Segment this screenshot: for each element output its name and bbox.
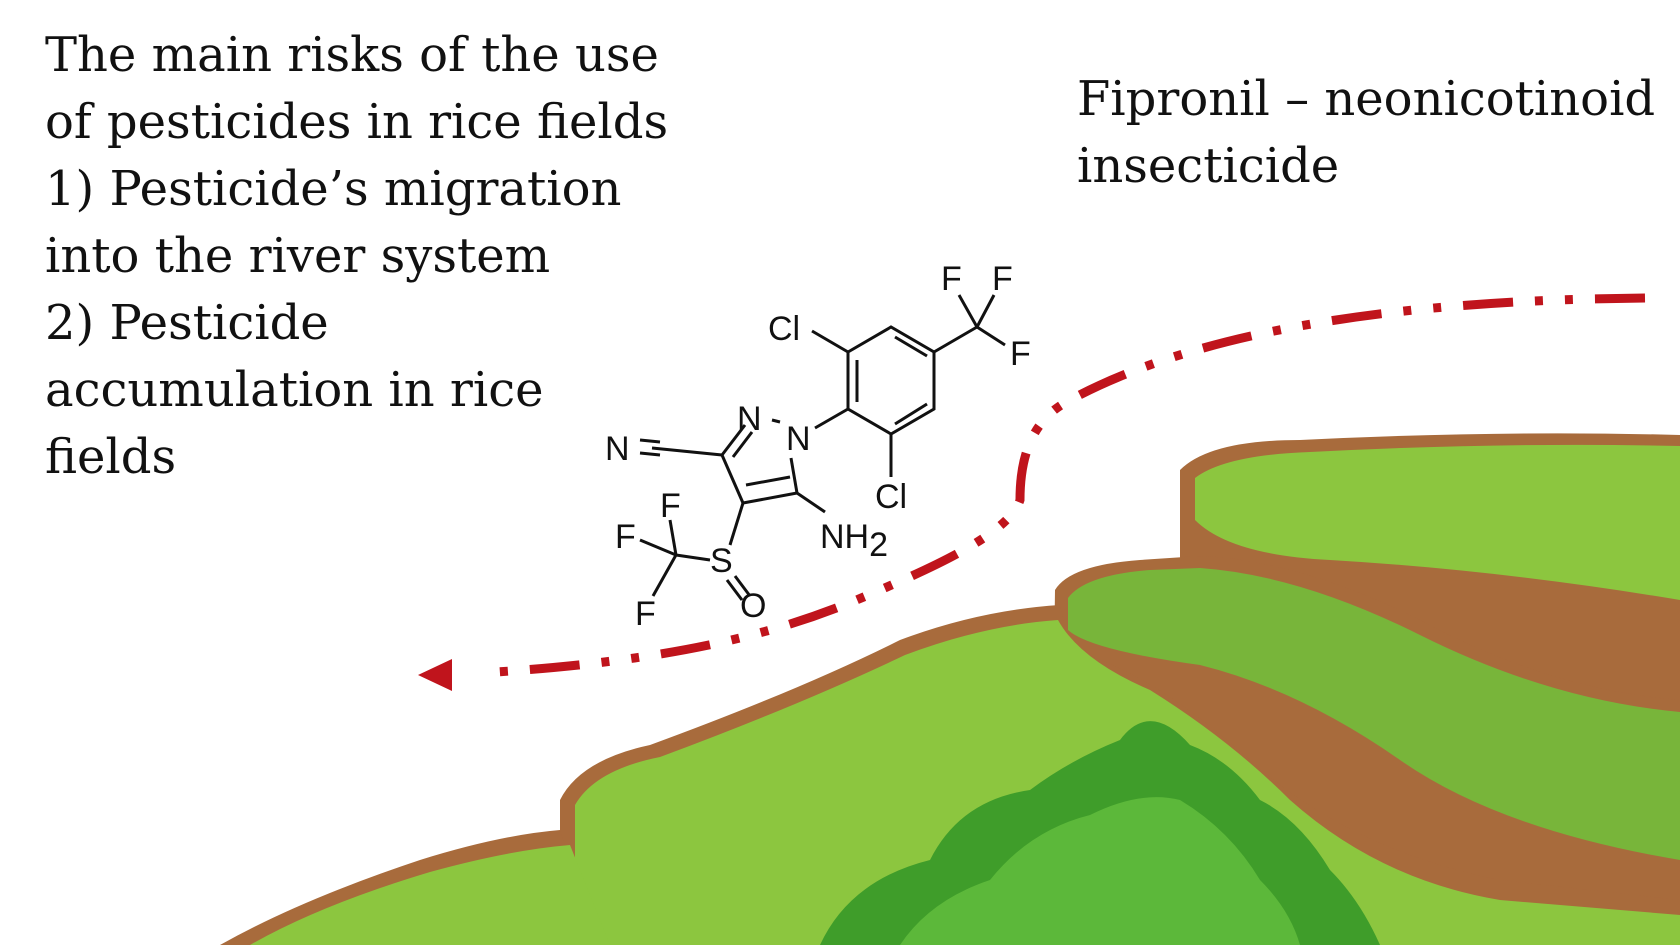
heading-line: accumulation in rice xyxy=(45,362,544,418)
atom-n-nitrile: N xyxy=(605,430,630,468)
migration-arrow-path xyxy=(479,293,1646,678)
heading-line: 1) Pesticide’s migration xyxy=(45,161,622,217)
heading-line: of pesticides in rice fields xyxy=(45,94,669,150)
terrace-top-grass xyxy=(1195,444,1680,600)
heading-line: 2) Pesticide xyxy=(45,295,329,351)
atom-n-pyrazole-1: N xyxy=(786,420,811,458)
atom-n-pyrazole-2: N xyxy=(737,400,762,438)
atom-s: S xyxy=(710,542,733,580)
atom-o: O xyxy=(740,587,766,625)
atom-f-1: F xyxy=(941,260,962,298)
caption-line: Fipronil – neonicotinoid xyxy=(1077,71,1656,127)
risks-heading: The main risks of the use of pesticides … xyxy=(45,22,685,491)
migration-arrowhead xyxy=(418,659,452,691)
atom-nh2: NH2 xyxy=(820,518,888,564)
atom-cl-top: Cl xyxy=(768,310,800,348)
atom-f-3: F xyxy=(1010,335,1031,373)
atom-f-2: F xyxy=(992,260,1013,298)
bonds xyxy=(639,294,1006,601)
atom-f-6: F xyxy=(635,595,656,633)
atom-cl-bottom: Cl xyxy=(875,478,907,516)
terrace-middle-grass xyxy=(1068,568,1680,860)
atom-f-4: F xyxy=(660,487,681,525)
heading-line: into the river system xyxy=(45,228,551,284)
atom-f-5: F xyxy=(615,518,636,556)
heading-line: The main risks of the use xyxy=(45,27,659,83)
fipronil-caption: Fipronil – neonicotinoid insecticide xyxy=(1077,66,1677,200)
heading-line: fields xyxy=(45,429,177,485)
terrace-bottom-grass xyxy=(250,845,610,945)
bush-highlight xyxy=(900,797,1300,945)
caption-line: insecticide xyxy=(1077,138,1340,194)
